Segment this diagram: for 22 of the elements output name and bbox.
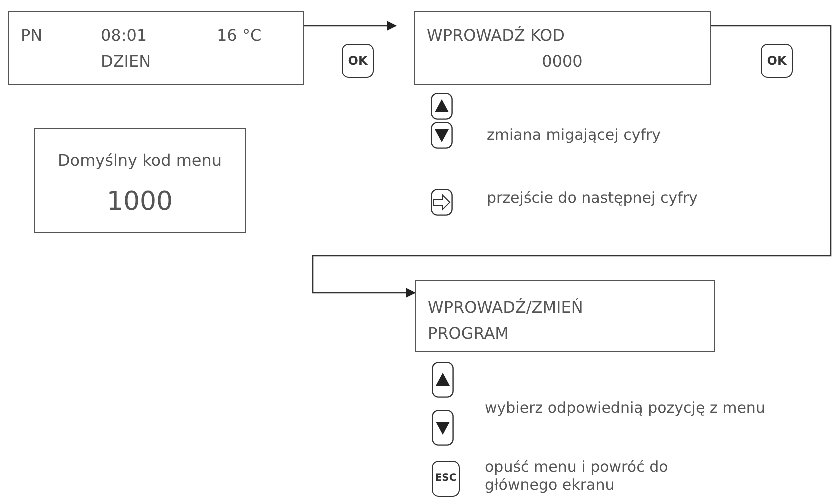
- arrow: [304, 21, 397, 31]
- hint-text: wybierz odpowiednią pozycję z menu: [485, 399, 766, 417]
- hint-text: przejście do następnej cyfry: [487, 189, 698, 207]
- display-screen: [414, 11, 711, 85]
- display-screen: [8, 11, 304, 85]
- ok-key: OK: [761, 44, 793, 78]
- esc-key: ESC: [432, 461, 460, 497]
- time-text: 08:01: [101, 26, 148, 46]
- arrow: [312, 25, 832, 298]
- screen-title: WPROWADŹ KOD: [427, 26, 565, 46]
- day-text: PN: [21, 26, 43, 46]
- screen-title: WPROWADŹ/ZMIEŃ PROGRAM: [428, 297, 584, 345]
- display-screen: [34, 128, 246, 233]
- note-text: Domyślny kod menu: [56, 151, 224, 171]
- ok-key: OK: [342, 44, 374, 78]
- display-screen: [415, 280, 715, 352]
- temperature-text: 16 °C: [217, 26, 262, 46]
- code-value: 0000: [541, 52, 584, 72]
- hint-text: opuść menu i powróć do głównego ekranu: [485, 458, 670, 494]
- mode-text: DZIEN: [101, 52, 152, 72]
- default-code: 1000: [106, 187, 174, 217]
- hint-text: zmiana migającej cyfry: [487, 126, 662, 144]
